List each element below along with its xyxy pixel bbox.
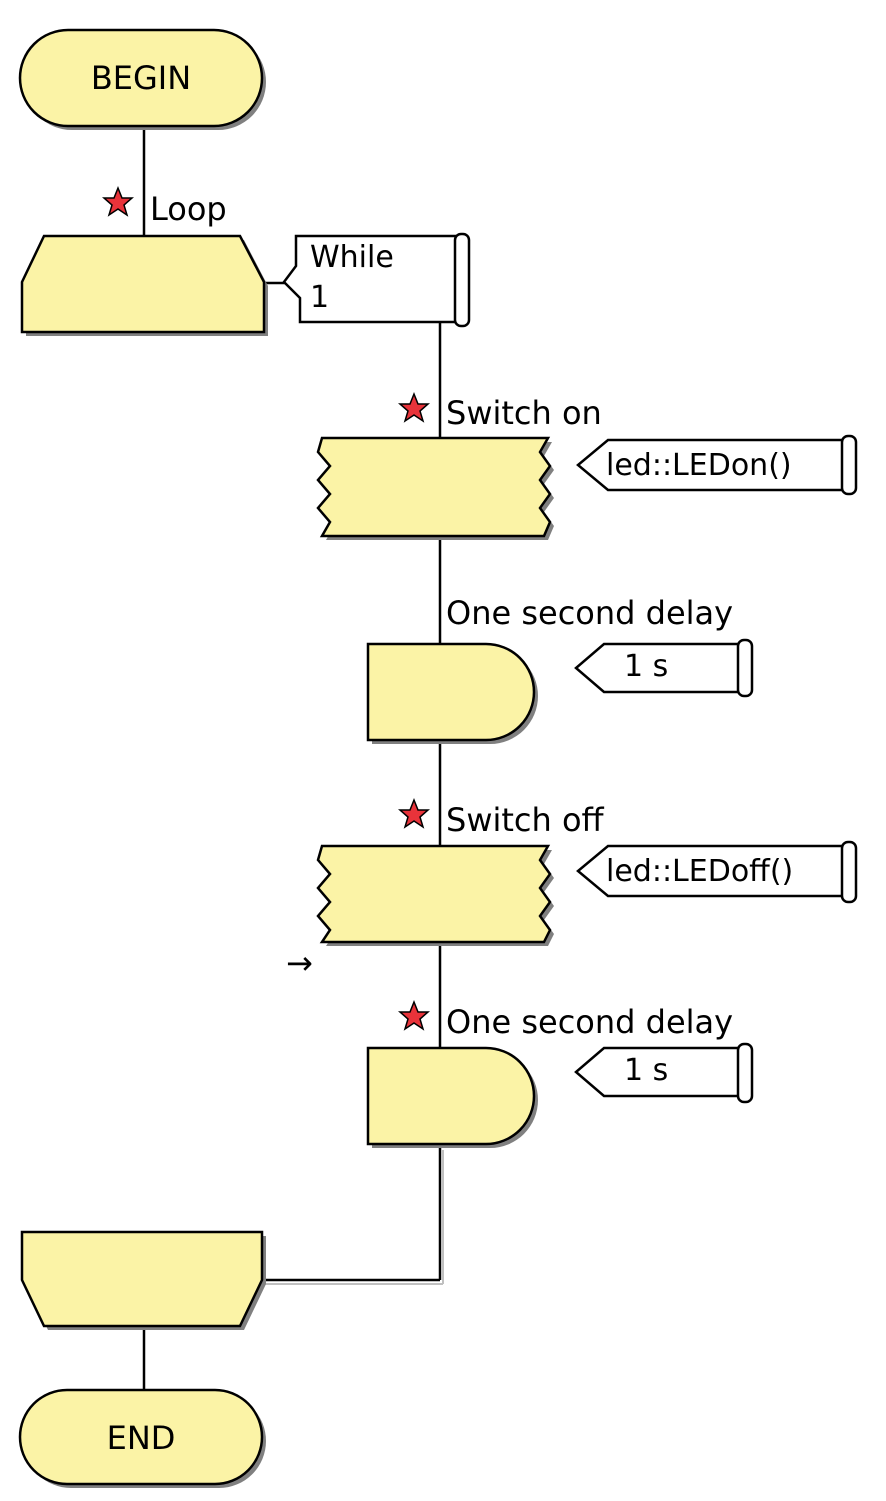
breakpoint-star-icon xyxy=(102,185,134,217)
tag-scroll-end xyxy=(840,434,858,496)
begin-label: BEGIN xyxy=(91,59,191,97)
tag-scroll-end xyxy=(736,638,754,698)
breakpoint-star-icon xyxy=(398,391,430,423)
tag-label: 1 s xyxy=(624,649,668,684)
tag-label: 1 s xyxy=(624,1053,668,1088)
loop-end[interactable] xyxy=(20,1230,266,1330)
tag-scroll-end xyxy=(840,840,858,904)
breakpoint-star-icon xyxy=(398,797,430,829)
tag-scroll-end xyxy=(453,232,471,328)
loop-condition-tag[interactable]: While 1 xyxy=(282,232,471,328)
step-switch-off[interactable]: Switch off xyxy=(316,797,605,946)
tag-led-on[interactable]: led::LEDon() xyxy=(576,434,858,496)
begin-terminal[interactable]: BEGIN xyxy=(18,28,266,130)
loop-label: Loop xyxy=(150,190,227,228)
step-label: Switch on xyxy=(446,394,602,432)
step-label: One second delay xyxy=(446,1003,733,1041)
begin-shape xyxy=(18,28,264,128)
loop-condition-line1: While xyxy=(310,240,394,275)
tag-label: led::LEDon() xyxy=(606,448,792,483)
step-label: One second delay xyxy=(446,594,733,632)
step-delay-2[interactable]: One second delay xyxy=(366,999,733,1148)
macro-shape xyxy=(316,436,552,538)
tag-delay-1[interactable]: 1 s xyxy=(574,638,754,698)
step-label: Switch off xyxy=(446,801,605,839)
delay-shape xyxy=(366,642,536,742)
end-label: END xyxy=(107,1419,176,1457)
delay-shape xyxy=(366,1046,536,1146)
end-shape xyxy=(18,1388,264,1486)
breakpoint-star-icon xyxy=(398,999,430,1031)
loop-end-shape xyxy=(20,1230,264,1328)
step-switch-on[interactable]: Switch on xyxy=(316,391,602,540)
loop-condition-line2: 1 xyxy=(310,280,329,315)
tag-label: led::LEDoff() xyxy=(606,854,793,889)
loop-start-shape xyxy=(20,234,266,334)
step-delay-1[interactable]: One second delay xyxy=(366,594,733,744)
loop-start[interactable]: Loop xyxy=(20,185,268,336)
tag-scroll-end xyxy=(736,1042,754,1104)
tag-led-off[interactable]: led::LEDoff() xyxy=(576,840,858,904)
tag-delay-2[interactable]: 1 s xyxy=(574,1042,754,1104)
end-terminal[interactable]: END xyxy=(18,1388,266,1488)
cursor-arrow-icon: → xyxy=(286,944,313,982)
macro-shape xyxy=(316,844,552,944)
